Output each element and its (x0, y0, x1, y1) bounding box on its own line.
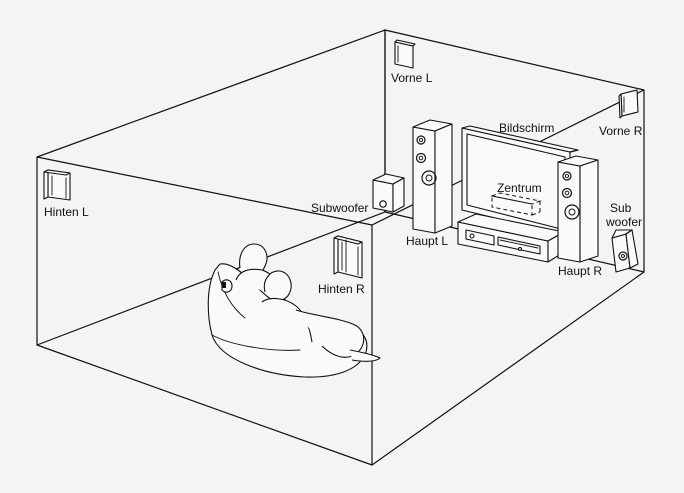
label-vorne-l: Vorne L (391, 71, 433, 85)
label-haupt-r: Haupt R (558, 264, 602, 278)
speaker-hinten-r (333, 235, 363, 279)
speaker-vorne-r (618, 89, 639, 119)
subwoofer-right (611, 229, 639, 273)
speaker-zentrum (490, 192, 542, 216)
labels: Vorne L Vorne R Bildschirm Zentrum Subwo… (44, 71, 643, 296)
label-haupt-l: Haupt L (406, 234, 448, 248)
label-zentrum: Zentrum (497, 181, 542, 195)
label-vorne-r: Vorne R (599, 124, 643, 138)
speaker-vorne-l (394, 39, 416, 69)
subwoofer-back (372, 173, 405, 213)
label-bildschirm: Bildschirm (499, 121, 554, 135)
speaker-hinten-l (43, 169, 71, 201)
label-sub-woofer-line1: Sub (610, 201, 632, 215)
speaker-haupt-r (557, 155, 599, 263)
room-walls (36, 29, 645, 466)
label-hinten-l: Hinten L (44, 205, 89, 219)
label-subwoofer: Subwoofer (311, 201, 368, 215)
sofa-with-viewers (207, 243, 381, 378)
label-sub-woofer-line2: woofer (605, 215, 642, 229)
label-hinten-r: Hinten R (318, 282, 365, 296)
speaker-haupt-l (412, 119, 453, 234)
